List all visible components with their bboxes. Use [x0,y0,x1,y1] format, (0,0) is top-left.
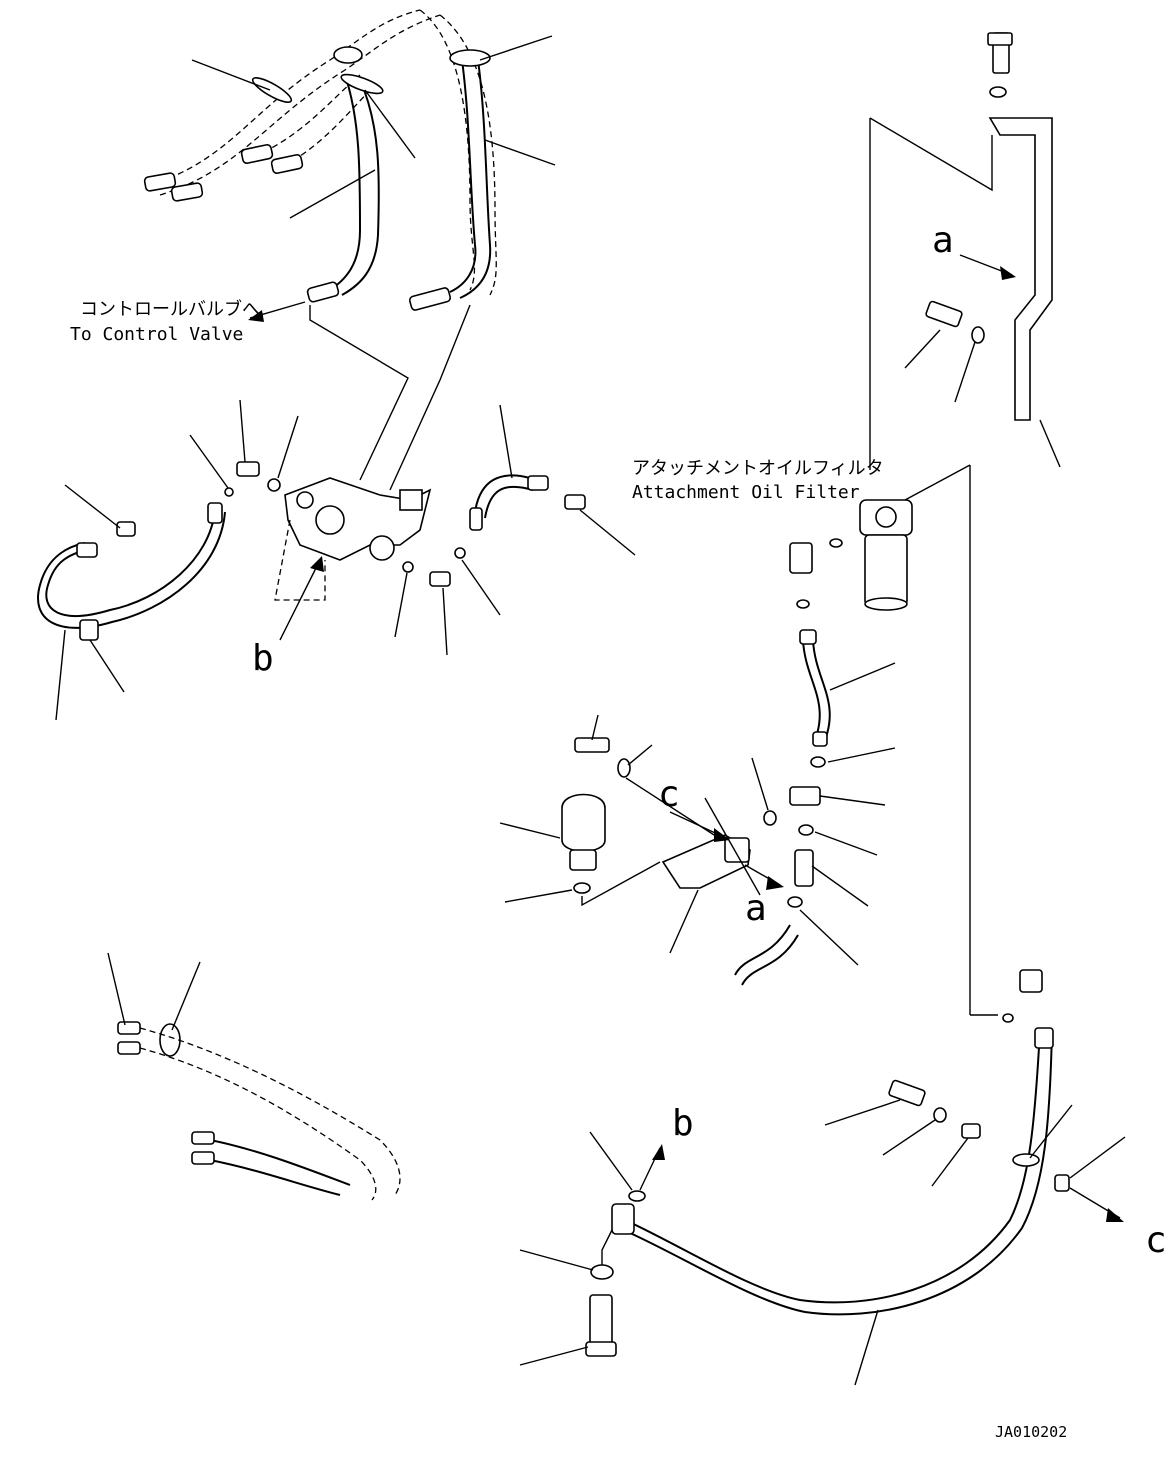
control-valve-label-jp: コントロールバルブへ [80,298,260,320]
upper-hose-bundle [143,9,556,311]
attachment-filter-label-en: Attachment Oil Filter [632,482,860,503]
attachment-filter-label-jp: アタッチメントオイルフィルタ [632,458,884,479]
breather-filter-assembly [499,714,799,986]
ref-label-a-bracket: a [932,220,954,261]
ref-label-c-right: c [1145,1220,1167,1261]
control-valve-label-en: To Control Valve [70,324,243,345]
ref-label-b-valve: b [252,638,274,679]
filter-outlet-hose [787,629,896,966]
drawing-code: JA010202 [995,1423,1067,1441]
return-hose [519,969,1126,1386]
lower-left-hose-bundle [107,952,401,1201]
valve-outlet-hose [469,404,636,556]
left-hose [37,484,226,721]
filter-mounting-bracket [869,32,1061,470]
ref-label-c-mid: c [658,774,680,815]
ref-label-b-bottom: b [672,1103,694,1144]
valve-block [274,477,432,641]
attachment-oil-filter [789,464,998,1016]
ref-label-a-mid: a [745,888,767,929]
